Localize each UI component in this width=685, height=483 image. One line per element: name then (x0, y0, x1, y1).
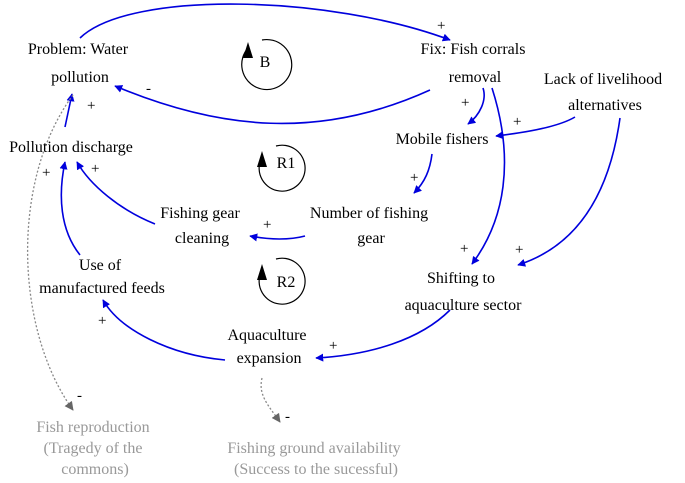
link-fix-to-mobile (467, 87, 485, 125)
polarity-fix-to-shifting: + (460, 241, 468, 257)
link-lack-to-mobile (495, 116, 576, 140)
polarity-fix-to-mobile: + (461, 95, 469, 111)
link-expansion-to-feeds (102, 299, 226, 361)
link-cleaning-to-discharge (76, 161, 156, 225)
node-water-pollution: Problem: Water pollution (28, 41, 132, 86)
polarity-mobile-to-gear: + (410, 170, 418, 186)
loop-r2-label: R2 (277, 274, 296, 291)
polarity-feeds-to-discharge: + (42, 165, 50, 181)
link-fix-to-pollution (114, 85, 431, 125)
loop-b-label: B (260, 54, 271, 71)
link-shifting-to-expansion (315, 309, 451, 362)
loop-r1-label: R1 (277, 155, 296, 172)
polarity-lack-to-mobile: + (513, 114, 521, 130)
polarity-gear-to-cleaning: + (263, 217, 271, 233)
polarity-discharge-to-pollution: + (87, 98, 95, 114)
polarity-cleaning-to-discharge: + (91, 161, 99, 177)
node-shifting-aquaculture: Shifting to aquaculture sector (405, 270, 523, 314)
loop-b-marker: B (241, 38, 293, 91)
polarity-shifting-to-expansion: + (329, 338, 337, 354)
link-fix-to-shifting (471, 87, 506, 265)
node-pollution-discharge: Pollution discharge (9, 139, 133, 156)
link-lack-to-shifting (517, 117, 621, 267)
loop-r1-marker: R1 (257, 144, 306, 192)
link-expansion-to-fishing-ground (260, 377, 281, 423)
node-fish-reproduction: Fish reproduction (Tragedy of the common… (36, 419, 153, 478)
node-mobile-fishers: Mobile fishers (396, 131, 489, 148)
node-number-fishing-gear: Number of fishing gear (310, 205, 432, 247)
link-gear-to-cleaning (249, 233, 306, 242)
polarity-expansion-to-feeds: + (98, 313, 106, 329)
link-feeds-to-discharge (59, 161, 81, 256)
link-discharge-to-pollution (64, 93, 75, 128)
polarity-fix-to-pollution: - (146, 81, 151, 97)
loop-r2-marker: R2 (257, 257, 306, 305)
polarity-expansion-to-fishing-ground: - (285, 409, 290, 425)
node-fix-fish-corrals: Fix: Fish corrals removal (421, 41, 530, 86)
node-manufactured-feeds: Use of manufactured feeds (39, 257, 165, 297)
link-pollution-to-fix (79, 3, 451, 42)
node-lack-livelihood: Lack of livelihood alternatives (544, 71, 666, 114)
polarity-lack-to-shifting: + (515, 242, 523, 258)
polarity-pollution-to-fix: + (437, 18, 445, 34)
node-fishing-ground: Fishing ground availability (Success to … (227, 440, 404, 478)
link-pollution-to-reproduction (27, 94, 74, 411)
node-aquaculture-expansion: Aquaculture expansion (227, 327, 310, 367)
link-mobile-to-gear (413, 153, 433, 194)
node-fishing-gear-cleaning: Fishing gear cleaning (160, 205, 244, 247)
polarity-pollution-to-reproduction: - (77, 388, 82, 404)
